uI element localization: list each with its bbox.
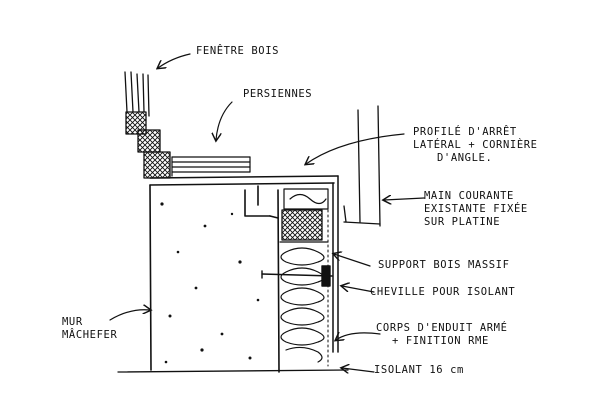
label-profile-arret: PROFILÉ D'ARRÊT LATÉRAL + CORNIÈRE D'ANG… <box>413 126 538 164</box>
leader-arrow-icon <box>109 53 425 372</box>
insulation-icon <box>283 188 329 210</box>
label-main-courante: MAIN COURANTE EXISTANTE FIXÉE SUR PLATIN… <box>424 190 528 228</box>
sill-coping <box>149 175 339 353</box>
label-cheville: CHEVILLE POUR ISOLANT <box>370 286 516 298</box>
ground-line <box>117 369 349 373</box>
wall-aggregate-dots <box>160 202 260 364</box>
window-frame <box>124 71 150 117</box>
handrail <box>343 105 381 227</box>
shutter-slats <box>171 156 251 177</box>
insulation-layer <box>279 241 329 363</box>
wall-machefer <box>149 184 280 373</box>
label-mur-machefer: MUR MÂCHEFER <box>62 316 118 341</box>
label-isolant: ISOLANT 16 cm <box>374 364 464 376</box>
wood-support-block <box>281 209 323 241</box>
label-fenetre-bois: FENÊTRE BOIS <box>196 45 280 57</box>
insulation-dowel <box>261 265 333 287</box>
label-support-bois: SUPPORT BOIS MASSIF <box>378 259 510 271</box>
label-persiennes: PERSIENNES <box>243 88 313 100</box>
label-corps-enduit: CORPS D'ENDUIT ARMÉ + FINITION RME <box>376 322 508 347</box>
wood-block-icon <box>125 111 171 179</box>
